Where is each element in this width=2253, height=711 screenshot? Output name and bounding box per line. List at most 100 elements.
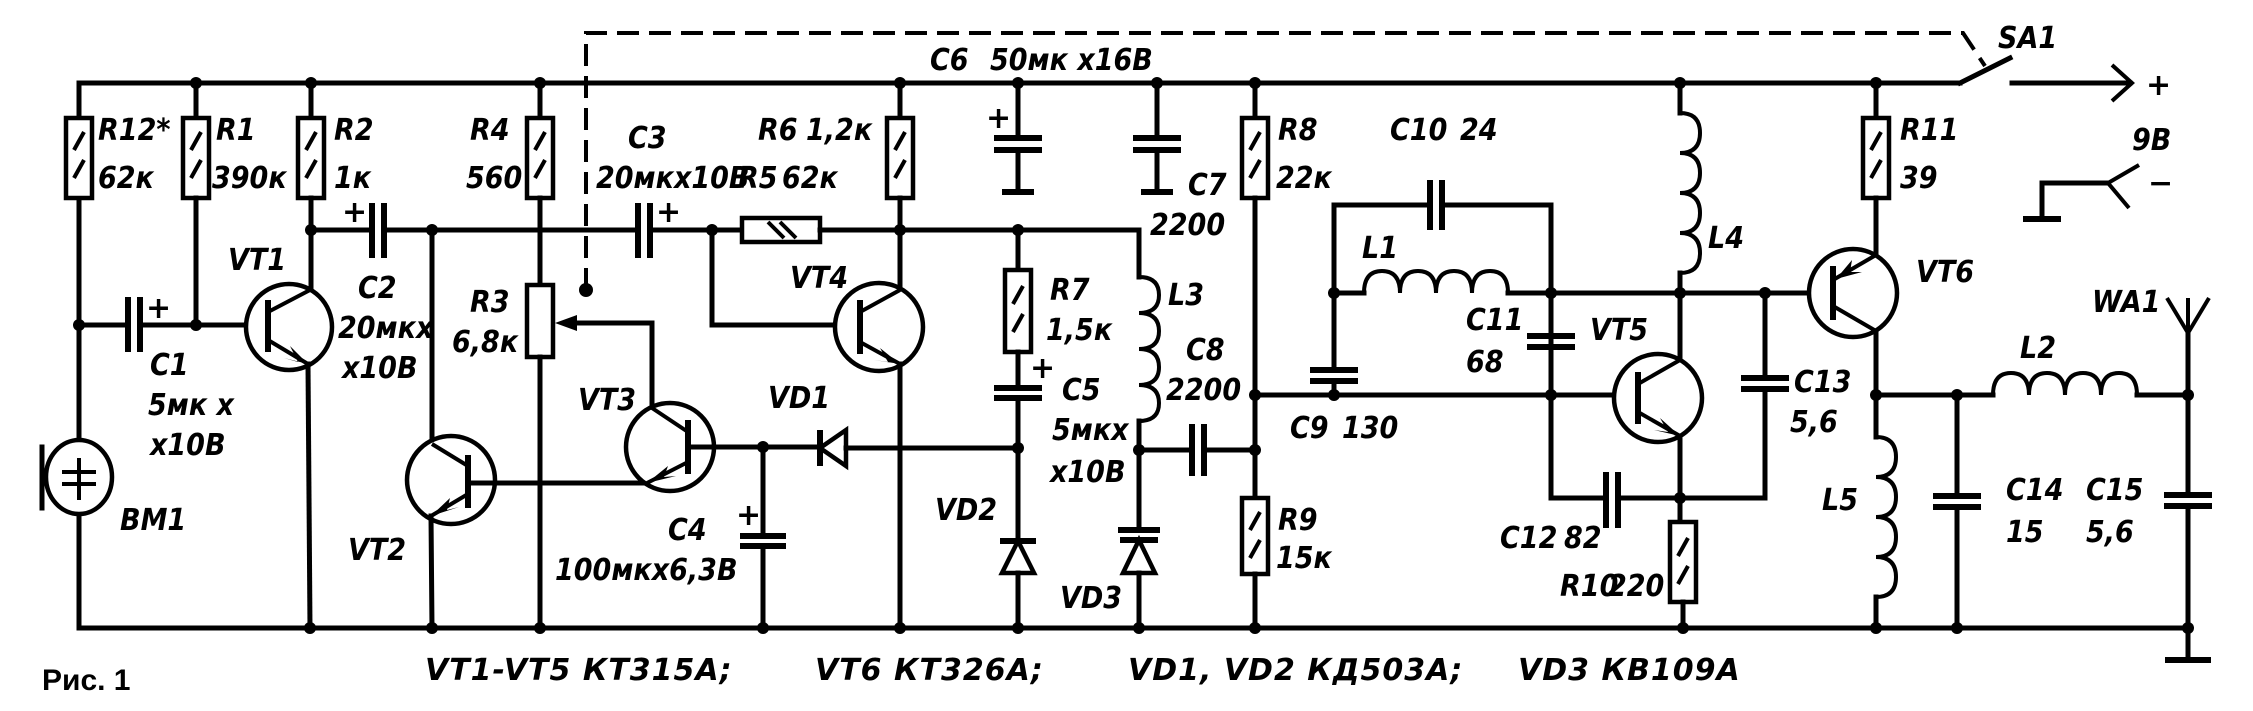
value-C10: 24 bbox=[1460, 113, 1498, 148]
label-VT6: VT6 bbox=[1916, 255, 1974, 290]
label-VD2: VD2 bbox=[935, 493, 997, 528]
negative-terminal[interactable] bbox=[2023, 163, 2141, 222]
inductor-L2 bbox=[1991, 370, 2139, 396]
label-C6: C6 bbox=[930, 43, 969, 78]
polarity-C5: + bbox=[1030, 351, 1055, 386]
value-R2: 1к bbox=[334, 161, 372, 196]
microphone-BM1 bbox=[39, 437, 115, 517]
resistor-R4 bbox=[524, 115, 556, 201]
negative-terminal-sign: − bbox=[2148, 166, 2173, 201]
value-R11: 39 bbox=[1900, 161, 1938, 196]
transistor-VT4 bbox=[832, 280, 926, 374]
label-R3: R3 bbox=[470, 285, 510, 320]
label-C1: C1 bbox=[150, 348, 189, 383]
polarity-C1: + bbox=[146, 291, 171, 326]
switch-label: SA1 bbox=[1998, 21, 2057, 56]
resistor-R8 bbox=[1239, 115, 1271, 201]
label-C14: C14 bbox=[2006, 473, 2063, 508]
value-C11: 68 bbox=[1466, 345, 1504, 380]
label-C15: C15 bbox=[2086, 473, 2143, 508]
transistor-VT2 bbox=[404, 433, 498, 527]
polarity-C3: + bbox=[656, 195, 681, 230]
value-C8: 2200 bbox=[1166, 373, 1241, 408]
value-R9: 15к bbox=[1276, 541, 1333, 576]
label-C4: C4 bbox=[668, 513, 707, 548]
value-C13: 5,6 bbox=[1790, 405, 1838, 440]
label-R10: R10 bbox=[1560, 569, 1618, 604]
label-VD1: VD1 bbox=[768, 381, 830, 416]
transistor-VT6 bbox=[1806, 246, 1900, 340]
value-C2-line2: х10В bbox=[340, 351, 418, 386]
value-C7: 2200 bbox=[1150, 208, 1225, 243]
resistor-R12 bbox=[63, 115, 95, 201]
value-C1-line1: 5мк х bbox=[148, 388, 236, 423]
value-R8: 22к bbox=[1276, 161, 1333, 196]
label-L3: L3 bbox=[1168, 278, 1204, 313]
value-C15: 5,6 bbox=[2086, 515, 2134, 550]
label-L5: L5 bbox=[1822, 483, 1858, 518]
label-C3: C3 bbox=[628, 121, 667, 156]
label-R8: R8 bbox=[1278, 113, 1318, 148]
inductor-L1 bbox=[1362, 268, 1510, 294]
wire bbox=[305, 361, 313, 631]
positive-terminal[interactable] bbox=[2009, 63, 2135, 103]
transistor-VT1 bbox=[243, 281, 335, 373]
label-R9: R9 bbox=[1278, 503, 1318, 538]
resistor-R7 bbox=[1002, 267, 1034, 355]
resistor-R11 bbox=[1860, 115, 1892, 201]
resistor-R9 bbox=[1239, 495, 1271, 577]
caption-transistors-1: VT1-VT5 КТ315А; bbox=[425, 653, 733, 688]
resistor-R10 bbox=[1667, 519, 1699, 605]
inductor-L5 bbox=[1875, 435, 1899, 599]
polarity-C6: + bbox=[986, 101, 1011, 136]
value-C14: 15 bbox=[2006, 515, 2044, 550]
value-C2-line1: 20мкх bbox=[338, 311, 435, 346]
transistor-VT5 bbox=[1611, 351, 1705, 445]
label-C11: C11 bbox=[1466, 303, 1523, 338]
value-R5: 62к bbox=[782, 161, 839, 196]
positive-terminal-sign: + bbox=[2146, 68, 2171, 103]
supply-voltage-label: 9В bbox=[2132, 123, 2171, 158]
caption-diodes-2: VD3 КВ109А bbox=[1518, 653, 1741, 688]
capacitor-C7 bbox=[1133, 135, 1181, 195]
wire bbox=[709, 227, 861, 328]
value-C5-line2: х10В bbox=[1048, 455, 1126, 490]
label-VT4: VT4 bbox=[790, 261, 848, 296]
label-VT5: VT5 bbox=[1590, 313, 1648, 348]
value-R1: 390к bbox=[212, 161, 287, 196]
label-R4: R4 bbox=[470, 113, 510, 148]
resistor-R1 bbox=[180, 115, 212, 201]
value-C9: 130 bbox=[1342, 411, 1398, 446]
wire bbox=[1331, 202, 1433, 296]
polarity-C4: + bbox=[736, 498, 761, 533]
label-C5: C5 bbox=[1062, 373, 1101, 408]
label-C10: C10 bbox=[1390, 113, 1447, 148]
polarity-C2: + bbox=[342, 195, 367, 230]
wire bbox=[572, 320, 655, 410]
label-R12: R12* bbox=[98, 113, 170, 148]
label-R7: R7 bbox=[1050, 273, 1090, 308]
label-C8: C8 bbox=[1186, 333, 1225, 368]
label-R1: R1 bbox=[216, 113, 256, 148]
value-C6: 50мк х16В bbox=[990, 43, 1153, 78]
diode-VD1 bbox=[816, 425, 849, 471]
label-C13: C13 bbox=[1794, 365, 1851, 400]
label-R2: R2 bbox=[334, 113, 374, 148]
figure-label: Рис. 1 bbox=[42, 664, 131, 697]
label-C2: C2 bbox=[358, 271, 397, 306]
resistor-R6 bbox=[884, 115, 916, 201]
value-R7: 1,5к bbox=[1046, 313, 1113, 348]
inductor-L4 bbox=[1679, 111, 1703, 275]
resistor-R2 bbox=[295, 115, 327, 201]
switch-SA1[interactable] bbox=[1956, 54, 2014, 87]
caption-diodes-1: VD1, VD2 КД503А; bbox=[1128, 653, 1463, 688]
label-VT2: VT2 bbox=[348, 533, 406, 568]
varicap-VD3 bbox=[1118, 527, 1160, 576]
value-R12: 62к bbox=[98, 161, 155, 196]
potentiometer-R3[interactable] bbox=[524, 282, 577, 360]
label-R11: R11 bbox=[1900, 113, 1958, 148]
label-WA1: WA1 bbox=[2092, 285, 2160, 320]
value-R4: 560 bbox=[466, 161, 522, 196]
value-R6: 1,2к bbox=[806, 113, 873, 148]
